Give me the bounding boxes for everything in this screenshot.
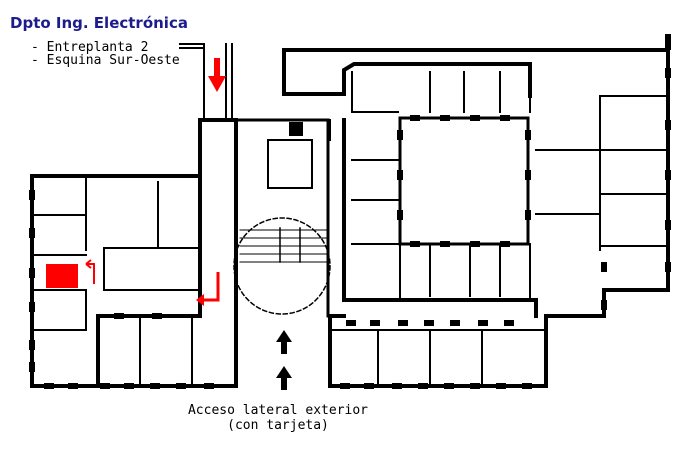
access-caption-line2: (con tarjeta) bbox=[227, 418, 329, 433]
red-arrow-icon-top bbox=[208, 58, 226, 92]
destination-arrow-icon bbox=[85, 259, 95, 284]
red-arrow-icon-corridor bbox=[200, 272, 220, 302]
map-title: Dpto Ing. Electrónica bbox=[10, 14, 188, 32]
wall-windows bbox=[29, 34, 671, 389]
location-note-corner: - Esquina Sur-Oeste bbox=[31, 53, 180, 68]
walls bbox=[30, 43, 670, 388]
black-arrow-icon-entrance bbox=[276, 330, 292, 390]
location-note-floor: - Entreplanta 2 bbox=[31, 40, 149, 55]
access-caption-line1: Acceso lateral exterior bbox=[187, 403, 368, 418]
destination-room-marker bbox=[46, 264, 78, 288]
